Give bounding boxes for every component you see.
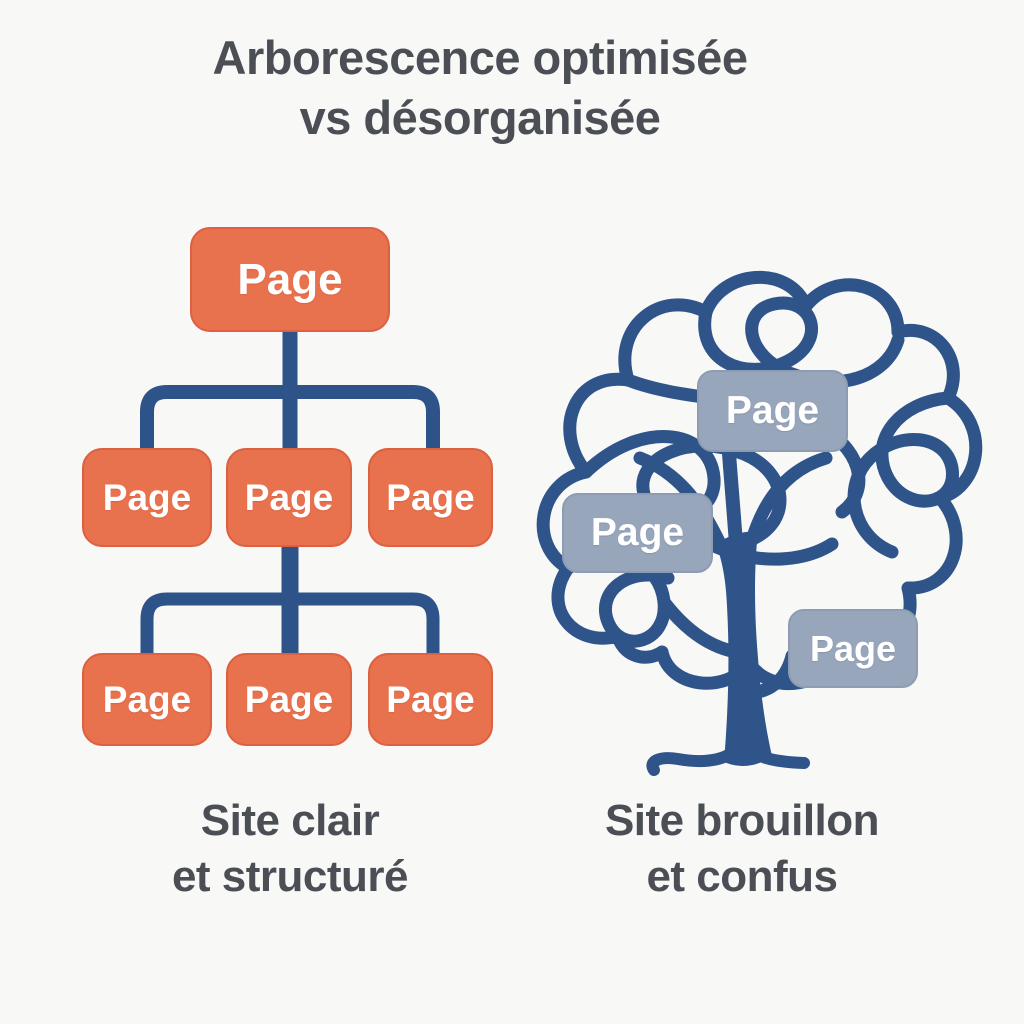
sitemap-level3-page-box-1: Page bbox=[82, 653, 212, 746]
page-box-label: Page bbox=[237, 254, 343, 304]
page-box-label: Page bbox=[590, 511, 685, 554]
title-line-1: Arborescence optimisée bbox=[212, 31, 748, 84]
page-box-label: Page bbox=[386, 678, 475, 720]
caption-line-1: Site brouillon bbox=[604, 796, 880, 845]
sitemap-level3-page-box-3: Page bbox=[368, 653, 493, 746]
sitemap-level2-page-box-2: Page bbox=[226, 448, 352, 547]
sitemap-connectors bbox=[140, 328, 440, 666]
page-box-label: Page bbox=[102, 476, 192, 518]
sitemap-root-page-box: Page bbox=[190, 227, 390, 332]
sitemap-level2-page-box-3: Page bbox=[368, 448, 493, 547]
caption-line-1: Site clair bbox=[200, 796, 380, 845]
left-diagram-caption: Site clair et structuré bbox=[90, 793, 490, 905]
page-box-label: Page bbox=[102, 678, 192, 720]
title-line-2: vs désorganisée bbox=[299, 91, 661, 145]
tangled-page-box-2: Page bbox=[562, 493, 713, 573]
caption-line-2: et confus bbox=[646, 851, 838, 901]
sitemap-level2-page-box-1: Page bbox=[82, 448, 212, 547]
page-box-label: Page bbox=[244, 476, 334, 518]
caption-line-2: et structuré bbox=[171, 851, 409, 901]
tangled-page-box-3: Page bbox=[788, 609, 918, 688]
page-box-label: Page bbox=[386, 476, 475, 518]
tangled-page-box-1: Page bbox=[697, 370, 848, 452]
right-diagram-caption: Site brouillon et confus bbox=[542, 793, 942, 905]
page-box-label: Page bbox=[725, 389, 820, 432]
page-box-label: Page bbox=[244, 678, 334, 720]
page-title: Arborescence optimisée vs désorganisée bbox=[0, 28, 960, 148]
tangled-tree-trunk bbox=[633, 401, 833, 776]
sitemap-level3-page-box-2: Page bbox=[226, 653, 352, 746]
page-box-label: Page bbox=[809, 627, 897, 669]
